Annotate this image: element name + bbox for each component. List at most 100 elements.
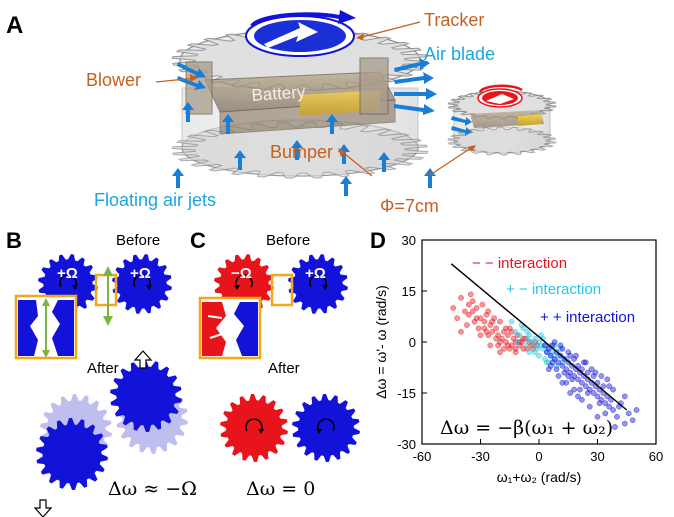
scatter-point bbox=[543, 359, 550, 366]
scatter-point bbox=[497, 318, 503, 325]
scatter-point bbox=[602, 400, 609, 407]
scatter-point bbox=[471, 318, 478, 325]
scatter-point bbox=[559, 379, 566, 386]
robot-small bbox=[447, 84, 557, 156]
scatter-point bbox=[483, 328, 490, 335]
y-tick-label: 15 bbox=[402, 284, 416, 299]
scatter-point bbox=[547, 352, 554, 359]
scatter-point bbox=[604, 376, 611, 383]
scatter-point bbox=[581, 359, 587, 366]
label-battery: Battery bbox=[251, 82, 307, 105]
zoom-teeth-b bbox=[18, 298, 74, 358]
bumper-gear-shape bbox=[171, 121, 429, 179]
scatter-point bbox=[503, 325, 509, 332]
scatter-point bbox=[567, 369, 574, 376]
scatter-point bbox=[465, 311, 472, 318]
scatter-point bbox=[567, 352, 574, 359]
scatter-point bbox=[532, 335, 538, 342]
scatter-point bbox=[520, 335, 527, 342]
scatter-point bbox=[524, 345, 531, 352]
scatter-point bbox=[512, 339, 519, 345]
y-tick-label: -30 bbox=[397, 437, 416, 452]
fit-line bbox=[450, 263, 628, 411]
panel-letter-b: B bbox=[6, 228, 22, 253]
scatter-point bbox=[508, 328, 515, 335]
series-1 bbox=[508, 318, 570, 369]
air-blade-arrows bbox=[177, 58, 437, 115]
scatter-point bbox=[571, 386, 577, 393]
scatter-point bbox=[477, 315, 484, 322]
x-tick-label: 60 bbox=[649, 449, 663, 464]
gear-c-right-before bbox=[288, 254, 348, 314]
scatter-point bbox=[551, 356, 558, 362]
panel-b-right-spin: +Ω bbox=[130, 265, 151, 282]
scatter-point bbox=[555, 359, 562, 366]
scatter-point bbox=[450, 305, 457, 311]
scatter-point bbox=[497, 349, 503, 356]
panel-c: C Before −Ω +Ω After Δω = 0 bbox=[190, 228, 360, 500]
scatter-point bbox=[462, 308, 468, 315]
scatter-point bbox=[504, 332, 511, 339]
scatter-point bbox=[579, 396, 585, 403]
scatter-point bbox=[582, 383, 589, 390]
scatter-point bbox=[534, 345, 540, 352]
scatter-point bbox=[504, 342, 511, 349]
scatter-point bbox=[579, 379, 585, 386]
scatter-point bbox=[473, 305, 480, 311]
scatter-point bbox=[487, 322, 494, 328]
plot-frame bbox=[421, 239, 657, 445]
scatter-point bbox=[588, 366, 595, 373]
scatter-point bbox=[489, 328, 496, 335]
scatter-point bbox=[522, 335, 529, 342]
scatter-point bbox=[497, 339, 503, 345]
panel-letter-d: D bbox=[370, 228, 386, 253]
scatter-point bbox=[567, 390, 574, 396]
y-tick-label: 0 bbox=[409, 335, 416, 350]
x-tick-label: 0 bbox=[535, 449, 542, 464]
contact-frame-c bbox=[270, 273, 294, 307]
scatter-point bbox=[582, 359, 589, 366]
scatter-point bbox=[575, 376, 581, 383]
scatter-point bbox=[555, 373, 562, 379]
scatter-point bbox=[590, 373, 597, 379]
annotation-minus-minus: − − interaction bbox=[472, 255, 567, 272]
scatter-point bbox=[508, 342, 515, 349]
scatter-point bbox=[542, 356, 548, 362]
scatter-point bbox=[625, 410, 632, 417]
scatter-point bbox=[481, 318, 488, 325]
scatter-point bbox=[493, 325, 499, 332]
scatter-point bbox=[495, 342, 501, 349]
panel-c-after: After bbox=[268, 360, 300, 377]
scatter-point bbox=[458, 328, 464, 335]
scatter-point bbox=[481, 325, 488, 332]
scatter-point bbox=[549, 349, 556, 356]
scatter-point bbox=[553, 366, 560, 373]
scatter-point bbox=[514, 339, 521, 345]
scatter-point bbox=[485, 308, 492, 315]
scatter-point bbox=[506, 325, 513, 332]
scatter-point bbox=[614, 413, 620, 420]
scatter-point bbox=[501, 345, 507, 352]
panel-b-equation: Δω ≈ −Ω bbox=[108, 478, 197, 500]
panel-b-before: Before bbox=[116, 232, 160, 249]
scatter-point bbox=[458, 294, 464, 301]
y-tick-label: -15 bbox=[397, 386, 416, 401]
scatter-point bbox=[621, 420, 628, 427]
scatter-point bbox=[540, 345, 546, 352]
scatter-point bbox=[559, 362, 566, 369]
gear-c-right-after bbox=[292, 394, 360, 462]
scatter-point bbox=[590, 390, 597, 396]
y-tick-label: 30 bbox=[402, 233, 416, 248]
scatter-point bbox=[526, 332, 533, 339]
label-blower: Blower bbox=[86, 70, 141, 90]
plot-area bbox=[450, 263, 640, 430]
scatter-point bbox=[584, 390, 591, 396]
scatter-point bbox=[571, 373, 577, 379]
scatter-point bbox=[565, 373, 572, 379]
scatter-point bbox=[524, 328, 531, 335]
scatter-point bbox=[479, 301, 486, 308]
scatter-point bbox=[485, 332, 492, 339]
annotation-plus-minus: + − interaction bbox=[506, 281, 601, 298]
